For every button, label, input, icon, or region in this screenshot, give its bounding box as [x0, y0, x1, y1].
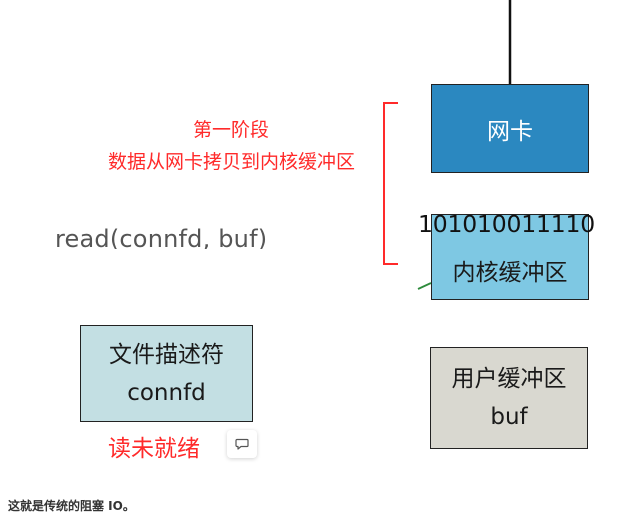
kernel-buffer-label: 内核缓冲区 [452, 260, 568, 286]
kernel-buffer-box: 内核缓冲区 [431, 214, 589, 300]
file-descriptor-box: 文件描述符 connfd [80, 325, 253, 422]
file-descriptor-name: connfd [127, 379, 206, 406]
stage-title: 第一阶段 [192, 119, 269, 141]
user-buffer-label: 用户缓冲区 [451, 366, 567, 392]
status-not-ready: 读未就绪 [108, 436, 200, 462]
comment-button[interactable] [227, 430, 257, 458]
user-buffer-name: buf [490, 404, 528, 430]
kernel-buffer-bits: 101010011110 [418, 210, 596, 238]
green-arrow-stub [417, 282, 432, 290]
file-descriptor-label: 文件描述符 [109, 341, 224, 368]
stage-description: 数据从网卡拷贝到内核缓冲区 [107, 151, 355, 173]
comment-icon [235, 438, 249, 450]
stage-bracket [383, 102, 398, 265]
read-call-label: read(connfd, buf) [55, 225, 268, 249]
caption-text: 这就是传统的阻塞 IO。 [8, 499, 135, 513]
user-buffer-box: 用户缓冲区 buf [430, 347, 588, 449]
nic-label: 网卡 [487, 118, 533, 145]
nic-box: 网卡 [431, 84, 589, 173]
